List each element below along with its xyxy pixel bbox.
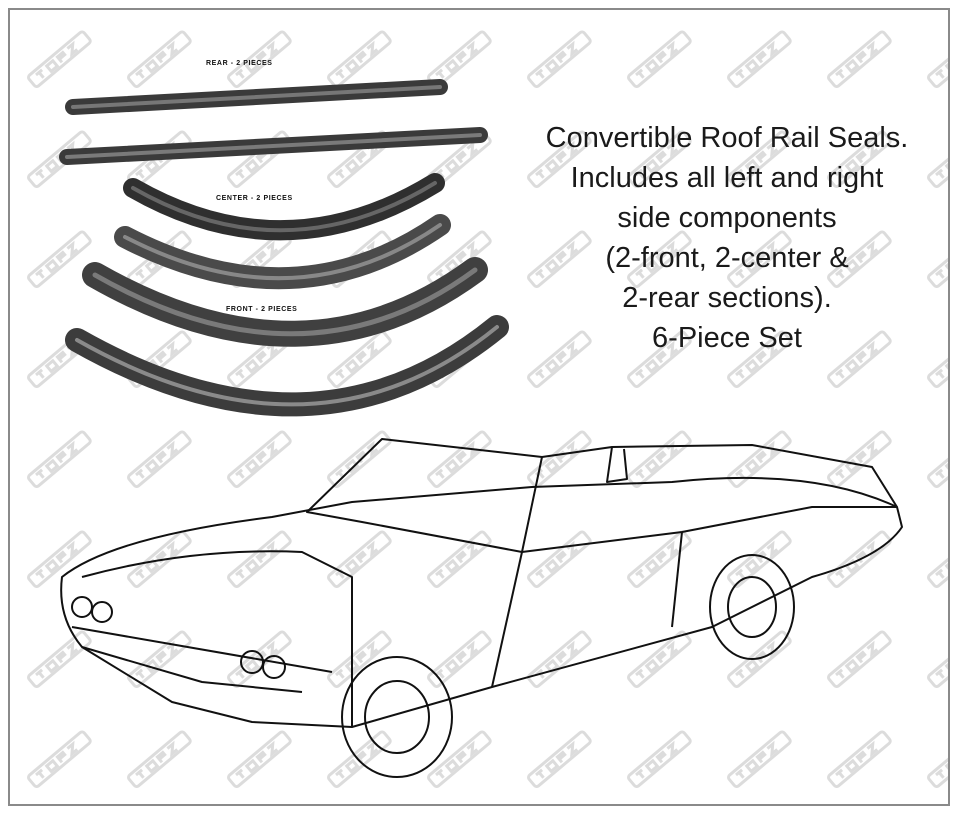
front-label: FRONT - 2 PIECES	[226, 306, 298, 313]
description-line: (2-front, 2-center &	[605, 242, 849, 274]
roof-rail-seals-photo	[59, 79, 509, 417]
description-line: Convertible Roof Rail Seals.	[545, 122, 909, 154]
rear-label: REAR - 2 PIECES	[206, 60, 273, 67]
product-image-frame: REAR - 2 PIECES CENTER - 2 PIECES FRONT …	[8, 8, 950, 806]
description-line: side components	[617, 202, 837, 234]
description-line: 6-Piece Set	[652, 322, 802, 354]
convertible-car-illustration	[60, 438, 903, 778]
description-line: 2-rear sections).	[622, 282, 832, 314]
description-line: Includes all left and right	[570, 162, 884, 194]
center-label: CENTER - 2 PIECES	[216, 195, 293, 202]
product-description: Convertible Roof Rail Seals. Includes al…	[507, 118, 947, 358]
